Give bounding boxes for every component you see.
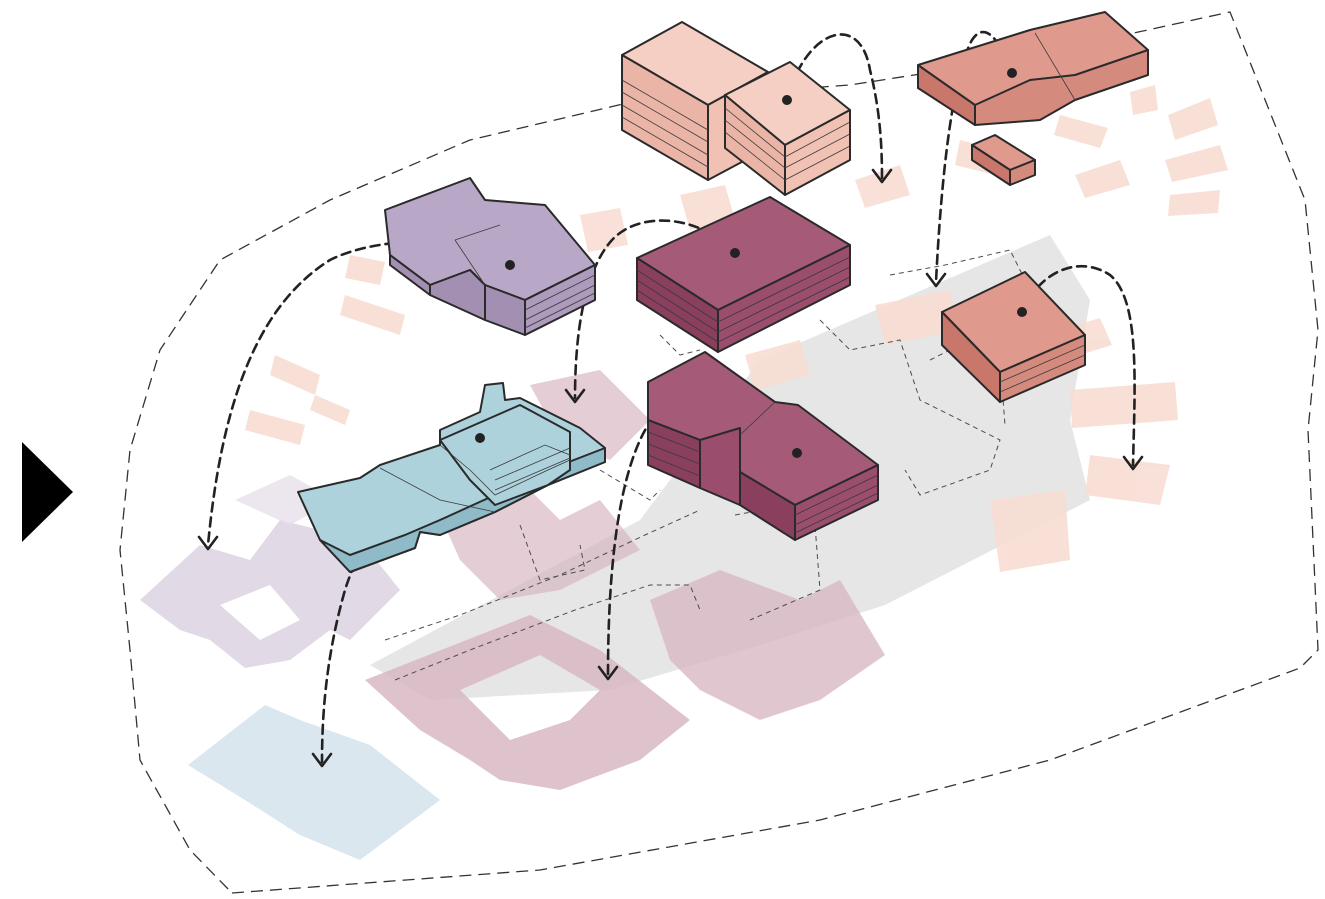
arrowhead-peach	[871, 168, 893, 184]
block-peach-anchor	[782, 95, 792, 105]
block-plum-upper	[636, 196, 851, 353]
dashed-outline-7	[659, 334, 701, 356]
arrowhead-salmon-top	[925, 272, 947, 288]
block-blue	[297, 382, 606, 573]
dashed-outline-2	[394, 584, 701, 681]
dashed-outline-9	[599, 469, 661, 501]
arrow-plum-lower	[606, 388, 799, 677]
arrowhead-plum-lower	[597, 665, 619, 681]
arrowhead-lavender	[197, 535, 219, 551]
dashed-outline-4	[519, 524, 586, 581]
dashed-outline-5	[819, 319, 1001, 496]
play-triangle-icon[interactable]	[22, 442, 73, 542]
arrow-salmon-right	[1020, 265, 1136, 467]
ghost-footprints-peach	[245, 85, 1228, 572]
block-salmon-right-anchor	[1017, 307, 1027, 317]
block-plum-upper-anchor	[730, 248, 740, 258]
ghost-footprint-blue	[188, 705, 440, 860]
ghost-footprint-plum-b	[650, 570, 885, 720]
block-plum-lower	[647, 351, 879, 541]
arrow-blue	[320, 436, 482, 764]
block-blue-anchor	[475, 433, 485, 443]
arrowhead-salmon-right	[1122, 455, 1144, 471]
dashed-outline-6	[889, 249, 1026, 281]
block-lavender-anchor	[505, 260, 515, 270]
block-salmon-right	[941, 271, 1086, 403]
arrow-peach	[785, 33, 884, 180]
arrowhead-plum-upper	[564, 388, 586, 404]
arrowhead-blue	[311, 752, 333, 768]
dashed-outline-1	[384, 509, 701, 641]
block-plum-lower-anchor	[792, 448, 802, 458]
block-lavender	[384, 177, 596, 336]
block-salmon-top-anchor	[1007, 68, 1017, 78]
site-boundary	[119, 11, 1319, 894]
block-peach	[621, 21, 851, 196]
block-salmon-top	[917, 11, 1149, 186]
arrow-plum-upper	[573, 219, 737, 400]
